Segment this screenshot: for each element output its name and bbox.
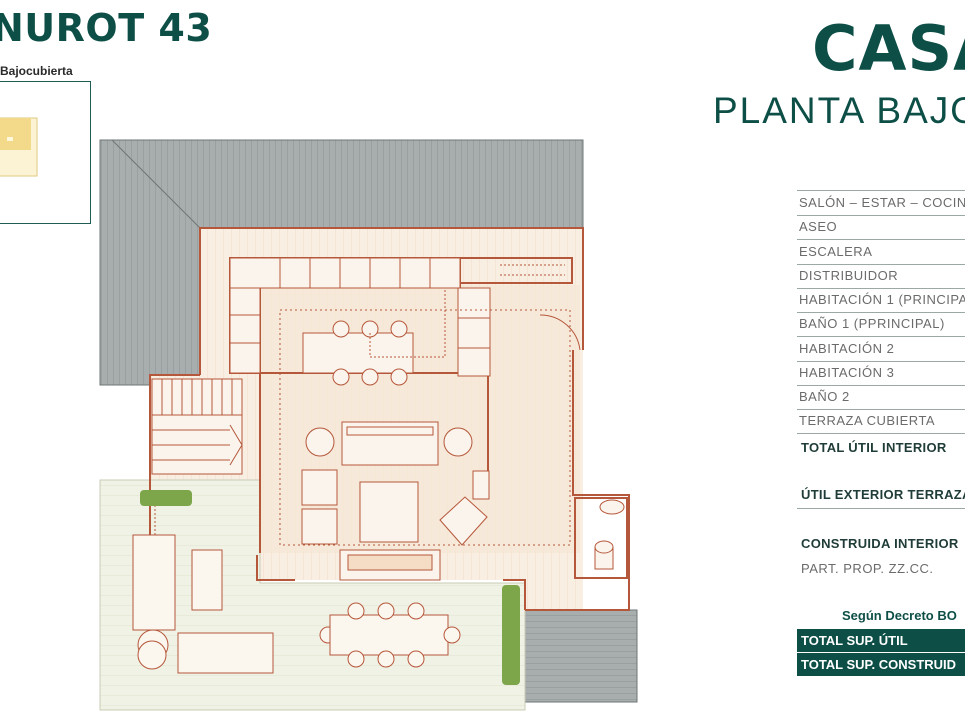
living-furniture [301,421,490,581]
rug-outline [279,309,571,546]
room-row: ASEO [797,215,965,240]
bathroom-fixtures [594,499,625,570]
terrace-furniture [132,505,461,674]
total-util-interior: TOTAL ÚTIL INTERIOR [801,440,947,455]
project-title: NUROT 43 [0,6,213,50]
total-sup-construida: TOTAL SUP. CONSTRUID [797,653,965,676]
part-prop-zzcc: PART. PROP. ZZ.CC. [801,561,934,576]
room-row: BAÑO 1 (PPRINCIPAL) [797,312,965,337]
planters [140,490,520,685]
floor-subtitle: PLANTA BAJO [713,90,965,131]
room-row: HABITACIÓN 1 (PRINCIPA [797,288,965,313]
room-row: HABITACIÓN 3 [797,361,965,386]
staircase [151,378,243,475]
kitchen-counter [229,257,565,377]
room-row: DISTRIBUIDOR [797,264,965,289]
decree-note: Según Decreto BO [842,608,957,623]
room-row: BAÑO 2 [797,385,965,410]
room-row: ESCALERA [797,240,965,265]
floor-plan [99,139,638,711]
floor-thumbnail [0,81,91,224]
construida-interior: CONSTRUIDA INTERIOR [801,536,959,551]
util-exterior-terraza: ÚTIL EXTERIOR TERRAZA [797,487,965,509]
house-title: CASA [812,12,965,85]
floor-thumbnail-graphic [0,117,38,177]
room-row: SALÓN – ESTAR – COCIN [797,190,965,216]
room-row: TERRAZA CUBIERTA [797,409,965,434]
total-sup-util: TOTAL SUP. ÚTIL [797,629,965,652]
door-swing [539,314,581,351]
kitchen-island [302,288,446,386]
thumbnail-label: Bajocubierta [0,64,73,78]
room-row: HABITACIÓN 2 [797,337,965,362]
